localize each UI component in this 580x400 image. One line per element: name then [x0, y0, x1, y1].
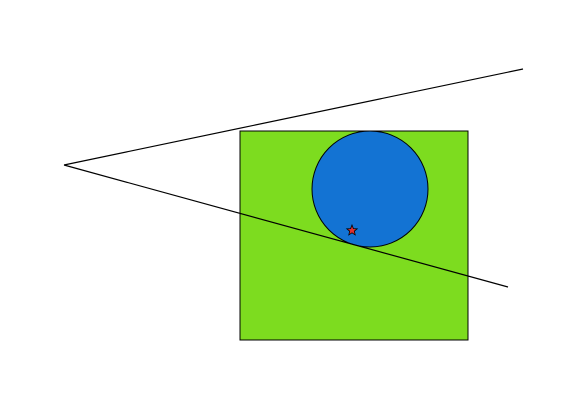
upper-ray	[63, 68, 524, 166]
lower-ray	[63, 164, 509, 288]
star-icon	[345, 223, 359, 236]
blue-circle	[311, 130, 429, 248]
